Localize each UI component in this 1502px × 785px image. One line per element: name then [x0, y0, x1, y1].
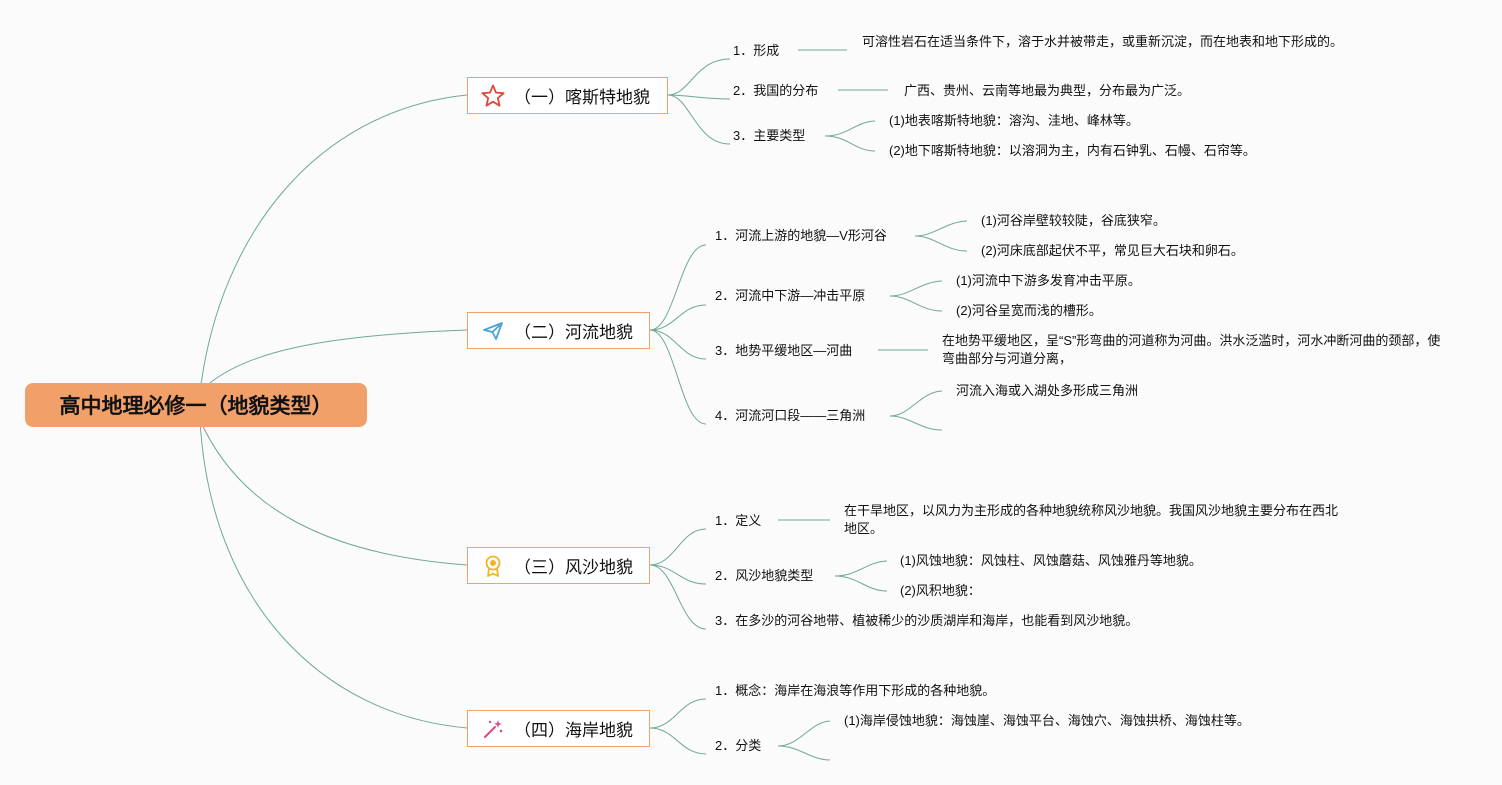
aeolian-definition-label: 1．定义 — [715, 513, 762, 528]
connector-b3-i2-s2 — [834, 575, 888, 592]
river-meander-label: 3．地势平缓地区—河曲 — [715, 343, 853, 358]
branch-title: （一）喀斯特地貌 — [514, 88, 650, 107]
river-upstream-sub2: (2)河床底部起伏不平，常见巨大石块和卵石。 — [981, 243, 1244, 258]
connector-root-b3 — [199, 419, 468, 566]
connector-b3-i3 — [649, 564, 707, 630]
aeolian-types-label: 2．风沙地貌类型 — [715, 568, 814, 583]
branch-title: （三）风沙地貌 — [514, 558, 633, 577]
connector-b1-i2 — [667, 94, 731, 100]
connector-b3-i2 — [649, 564, 707, 585]
connector-b4-i2-s1 — [777, 720, 831, 747]
connector-b1-i3-s2 — [824, 135, 876, 152]
connector-b1-i3 — [667, 94, 731, 145]
river-upstream-sub1: (1)河谷岸壁较较陡，谷底狭窄。 — [981, 213, 1166, 228]
connector-b2-i4-s2 — [889, 415, 943, 431]
aeolian-type-erosion: (1)风蚀地貌：风蚀柱、风蚀蘑菇、风蚀雅丹等地貌。 — [900, 553, 1202, 568]
river-upstream-label: 1．河流上游的地貌—V形河谷 — [715, 228, 887, 243]
connector-b1-i1 — [667, 58, 731, 96]
coast-erosion-sub: (1)海岸侵蚀地貌：海蚀崖、海蚀平台、海蚀穴、海蚀拱桥、海蚀柱等。 — [844, 713, 1250, 728]
connector-b2-i1 — [649, 244, 707, 331]
award-badge-icon — [480, 553, 506, 579]
connector-b2-i4 — [649, 329, 707, 425]
branch-coast[interactable]: （四）海岸地貌 — [467, 710, 650, 747]
branch-river[interactable]: （二）河流地貌 — [467, 312, 650, 349]
root-node[interactable]: 高中地理必修一（地貌类型） — [25, 383, 367, 427]
aeolian-type-deposition: (2)风积地貌： — [900, 583, 981, 598]
branch-aeolian[interactable]: （三）风沙地貌 — [467, 547, 650, 584]
river-midstream-label: 2．河流中下游—冲击平原 — [715, 288, 866, 303]
connector-b2-i2-s2 — [889, 295, 943, 312]
paper-plane-icon — [480, 318, 506, 344]
river-delta-sub1: 河流入海或入湖处多形成三角洲 — [956, 383, 1139, 398]
connector-b2-i1-s2 — [914, 235, 968, 252]
connector-root-b2 — [199, 329, 468, 393]
connector-b4-i1 — [649, 698, 707, 729]
river-delta-label: 4．河流河口段——三角洲 — [715, 408, 866, 423]
connector-b4-i2-s2 — [777, 745, 831, 761]
connector-b4-i2 — [649, 727, 707, 755]
root-title: 高中地理必修一（地貌类型） — [59, 395, 333, 418]
connector-b3-i2-s1 — [834, 560, 888, 577]
connector-b2-i1-s1 — [914, 220, 968, 237]
magic-wand-icon — [480, 716, 506, 742]
karst-distribution-label: 2．我国的分布 — [733, 83, 819, 98]
connector-b3-i1 — [649, 528, 707, 566]
connector-b2-i4-s1 — [889, 390, 943, 417]
branch-title: （四）海岸地貌 — [514, 721, 633, 740]
connector-b2-i2 — [649, 304, 707, 331]
karst-type-underground: (2)地下喀斯特地貌：以溶洞为主，内有石钟乳、石幔、石帘等。 — [889, 143, 1256, 158]
karst-formation-detail: 可溶性岩石在适当条件下，溶于水并被带走，或重新沉淀，而在地表和地下形成的。 — [862, 34, 1344, 49]
branch-karst[interactable]: （一）喀斯特地貌 — [467, 77, 668, 114]
karst-distribution-detail: 广西、贵州、云南等地最为典型，分布最为广泛。 — [904, 83, 1191, 98]
coast-classification-label: 2．分类 — [715, 738, 762, 753]
karst-type-surface: (1)地表喀斯特地貌：溶沟、洼地、峰林等。 — [889, 113, 1139, 128]
karst-formation-label: 1．形成 — [733, 43, 780, 58]
star-icon — [480, 83, 506, 109]
connector-b2-i3 — [649, 329, 707, 360]
river-midstream-sub1: (1)河流中下游多发育冲击平原。 — [956, 273, 1141, 288]
connector-root-b4 — [199, 419, 468, 729]
connector-root-b1 — [199, 94, 468, 393]
branch-title: （二）河流地貌 — [514, 323, 633, 342]
aeolian-definition-detail: 在干旱地区，以风力为主形成的各种地貌统称风沙地貌。我国风沙地貌主要分布在西北地区… — [844, 503, 1339, 536]
aeolian-other-label: 3．在多沙的河谷地带、植被稀少的沙质湖岸和海岸，也能看到风沙地貌。 — [715, 613, 1139, 628]
karst-types-label: 3．主要类型 — [733, 128, 806, 143]
river-meander-detail: 在地势平缓地区，呈“S”形弯曲的河道称为河曲。洪水泛滥时，河水冲断河曲的颈部，使… — [942, 333, 1441, 366]
river-midstream-sub2: (2)河谷呈宽而浅的槽形。 — [956, 303, 1102, 318]
coast-concept-label: 1．概念：海岸在海浪等作用下形成的各种地貌。 — [715, 683, 996, 698]
connector-b1-i3-s1 — [824, 120, 876, 137]
connector-b2-i2-s1 — [889, 280, 943, 297]
